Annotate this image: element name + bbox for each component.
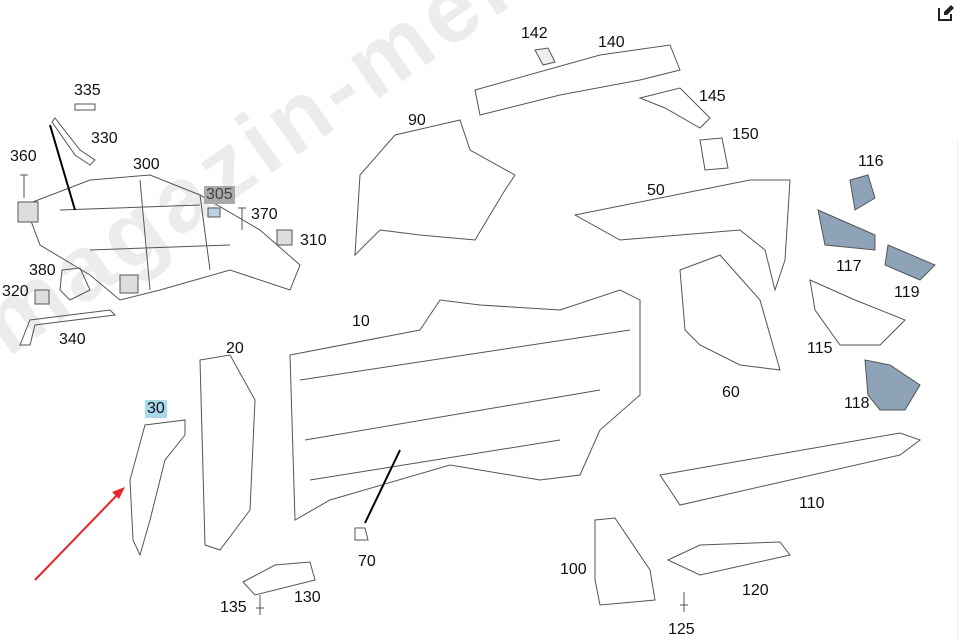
part-20-drawing [199, 354, 256, 551]
callout-110[interactable]: 110 [799, 495, 825, 512]
part-150-drawing [699, 137, 729, 171]
pointer-arrow [34, 487, 125, 581]
edit-button[interactable] [936, 3, 956, 23]
callout-130[interactable]: 130 [294, 589, 321, 606]
callout-135[interactable]: 135 [220, 599, 247, 616]
part-310-drawing [276, 229, 293, 246]
part-330-drawing [51, 117, 96, 166]
callout-340[interactable]: 340 [59, 331, 86, 348]
callout-118[interactable]: 118 [844, 395, 870, 412]
callout-370[interactable]: 370 [251, 206, 278, 223]
callout-360[interactable]: 360 [10, 148, 37, 165]
divider [957, 140, 958, 640]
part-380-drawing [59, 267, 91, 301]
callout-142[interactable]: 142 [521, 25, 548, 42]
part-117-drawing [817, 209, 876, 251]
part-335-drawing [74, 103, 96, 111]
callout-115[interactable]: 115 [807, 340, 833, 357]
part-119-drawing [884, 244, 936, 281]
callout-380[interactable]: 380 [29, 262, 56, 279]
part-120-drawing [666, 541, 791, 576]
part-305-drawing [207, 207, 221, 218]
part-70-drawing [354, 527, 369, 541]
part-116-drawing [849, 174, 876, 211]
part-90-drawing [354, 119, 516, 257]
part-110-drawing [659, 432, 922, 506]
callout-100[interactable]: 100 [560, 561, 587, 578]
callout-330[interactable]: 330 [91, 130, 118, 147]
callout-70[interactable]: 70 [358, 553, 376, 570]
callout-116[interactable]: 116 [858, 153, 884, 170]
part-340-drawing [19, 309, 117, 346]
part-100-drawing [594, 517, 656, 606]
callout-30[interactable]: 30 [145, 400, 167, 418]
part-320-drawing [34, 289, 50, 305]
part-125-drawing [680, 592, 688, 612]
callout-305[interactable]: 305 [204, 186, 235, 204]
callout-10[interactable]: 10 [352, 313, 370, 330]
part-30-drawing [129, 419, 186, 557]
callout-310[interactable]: 310 [300, 232, 327, 249]
callout-20[interactable]: 20 [226, 340, 244, 357]
callout-145[interactable]: 145 [699, 88, 726, 105]
part-135-drawing [256, 595, 264, 615]
part-142-drawing [534, 47, 556, 66]
callout-125[interactable]: 125 [668, 621, 695, 638]
callout-120[interactable]: 120 [742, 582, 769, 599]
callout-60[interactable]: 60 [722, 384, 740, 401]
part-118-drawing [864, 359, 921, 411]
part-50-drawing [573, 179, 791, 292]
part-130-drawing [242, 561, 316, 596]
part-145-drawing [638, 87, 711, 129]
callout-90[interactable]: 90 [408, 112, 426, 129]
part-10-drawing [289, 289, 641, 521]
part-300-drawing [17, 174, 301, 301]
part-370-drawing [238, 207, 246, 230]
part-115-drawing [809, 279, 906, 346]
part-140-drawing [474, 44, 681, 116]
callout-117[interactable]: 117 [836, 258, 862, 275]
edit-icon [938, 5, 954, 21]
callout-150[interactable]: 150 [732, 126, 759, 143]
callout-119[interactable]: 119 [894, 284, 920, 301]
part-360-drawing [20, 174, 28, 198]
part-60-drawing [679, 254, 781, 371]
callout-140[interactable]: 140 [598, 34, 625, 51]
callout-320[interactable]: 320 [2, 283, 29, 300]
callout-50[interactable]: 50 [647, 182, 665, 199]
callout-335[interactable]: 335 [74, 82, 101, 99]
callout-300[interactable]: 300 [133, 156, 160, 173]
